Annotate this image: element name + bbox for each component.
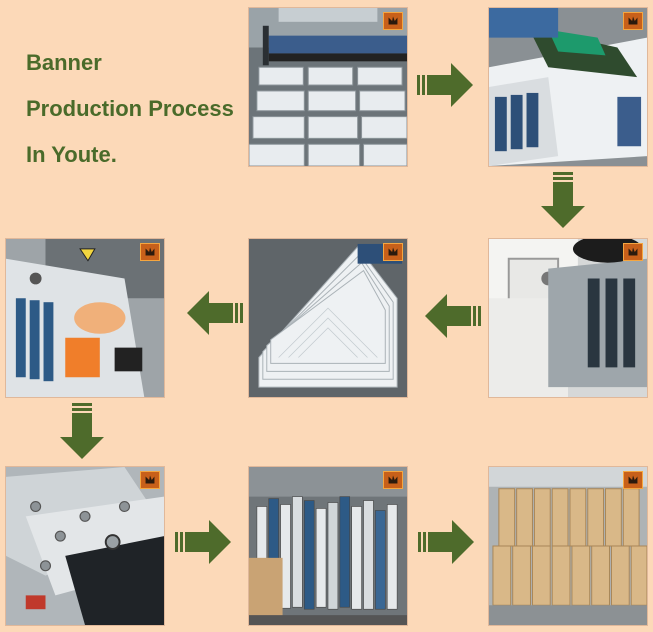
photo-rolling: [248, 466, 408, 626]
factory-logo-icon: [623, 471, 643, 489]
arrow-down-icon: [58, 403, 106, 459]
photo-grommeting: [5, 238, 165, 398]
arrow-left-icon: [425, 292, 481, 340]
photo-boxing: [488, 466, 648, 626]
photo-sewing: [488, 238, 648, 398]
photo-grommet-detail: [5, 466, 165, 626]
arrow-left-icon: [187, 289, 243, 337]
title-line-2: Production Process: [26, 96, 234, 121]
factory-logo-icon: [140, 471, 160, 489]
arrow-right-icon: [418, 518, 474, 566]
factory-logo-icon: [383, 471, 403, 489]
arrow-down-icon: [539, 172, 587, 228]
factory-logo-icon: [623, 12, 643, 30]
photo-printing: [248, 7, 408, 167]
factory-logo-icon: [383, 243, 403, 261]
arrow-right-icon: [417, 61, 473, 109]
photo-stacking: [248, 238, 408, 398]
factory-logo-icon: [623, 243, 643, 261]
factory-logo-icon: [383, 12, 403, 30]
factory-logo-icon: [140, 243, 160, 261]
process-title: Banner Production Process In Youte.: [26, 40, 234, 178]
title-line-3: In Youte.: [26, 142, 117, 167]
title-line-1: Banner: [26, 50, 102, 75]
photo-inspecting: [488, 7, 648, 167]
arrow-right-icon: [175, 518, 231, 566]
